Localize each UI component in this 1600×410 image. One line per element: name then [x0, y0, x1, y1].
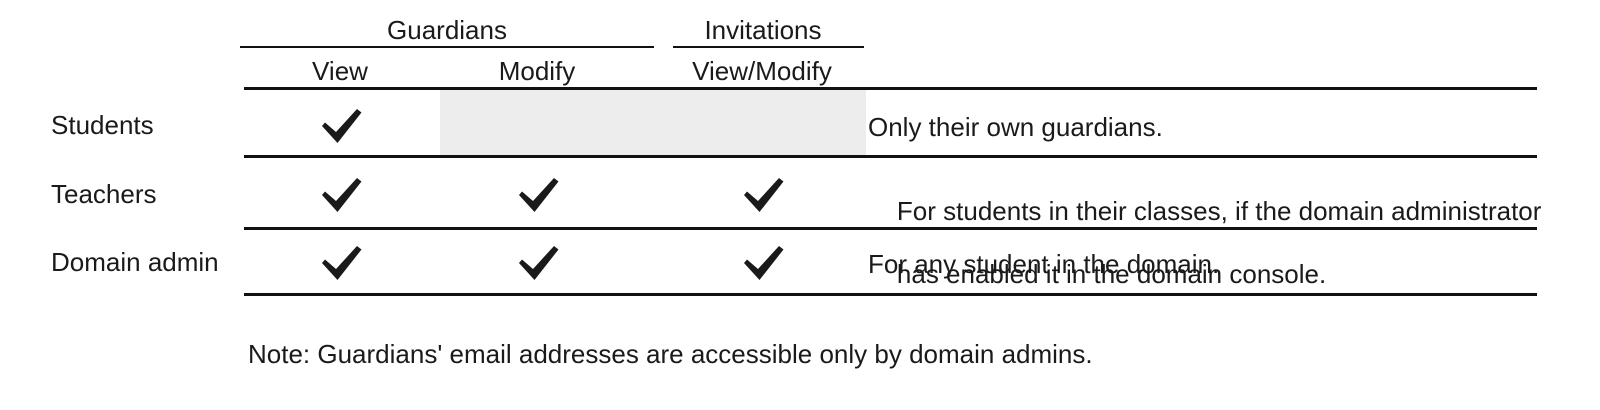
column-header-invitations-view-modify: View/Modify — [692, 56, 832, 86]
group-rule-guardians — [240, 46, 654, 48]
group-rule-invitations — [673, 46, 864, 48]
check-icon-teachers-guardians-modify — [510, 175, 564, 215]
row-details-teachers-line1: For students in their classes, if the do… — [896, 195, 1542, 226]
row-rule-after-students — [244, 155, 1537, 158]
row-details-teachers: For students in their classes, if the do… — [868, 164, 1558, 323]
row-label-students: Students — [51, 110, 154, 140]
row-details-teachers-line2: has enabled it in the domain console. — [896, 259, 1327, 290]
check-icon-domain-admin-guardians-view — [313, 243, 367, 283]
row-details-domain-admin: For any student in the domain. — [868, 249, 1220, 279]
check-icon-domain-admin-invitations-view-modify — [735, 243, 789, 283]
figure-footnote: Note: Guardians' email addresses are acc… — [248, 339, 1093, 369]
check-icon-teachers-guardians-view — [313, 175, 367, 215]
check-icon-domain-admin-guardians-modify — [510, 243, 564, 283]
row-rule-after-teachers — [244, 227, 1537, 230]
check-icon-students-guardians-view — [313, 106, 367, 146]
shaded-cell-students-no-access — [440, 90, 866, 155]
column-header-guardians-view: View — [312, 56, 368, 86]
column-group-label-invitations: Invitations — [704, 15, 822, 45]
table-bottom-rule — [244, 293, 1537, 296]
row-label-teachers: Teachers — [51, 179, 157, 209]
column-header-guardians-modify: Modify — [498, 56, 576, 86]
check-icon-teachers-invitations-view-modify — [735, 175, 789, 215]
column-group-label-guardians: Guardians — [387, 15, 507, 45]
header-bottom-rule — [244, 87, 1537, 90]
row-label-domain-admin: Domain admin — [51, 247, 219, 277]
row-details-students: Only their own guardians. — [868, 112, 1163, 142]
